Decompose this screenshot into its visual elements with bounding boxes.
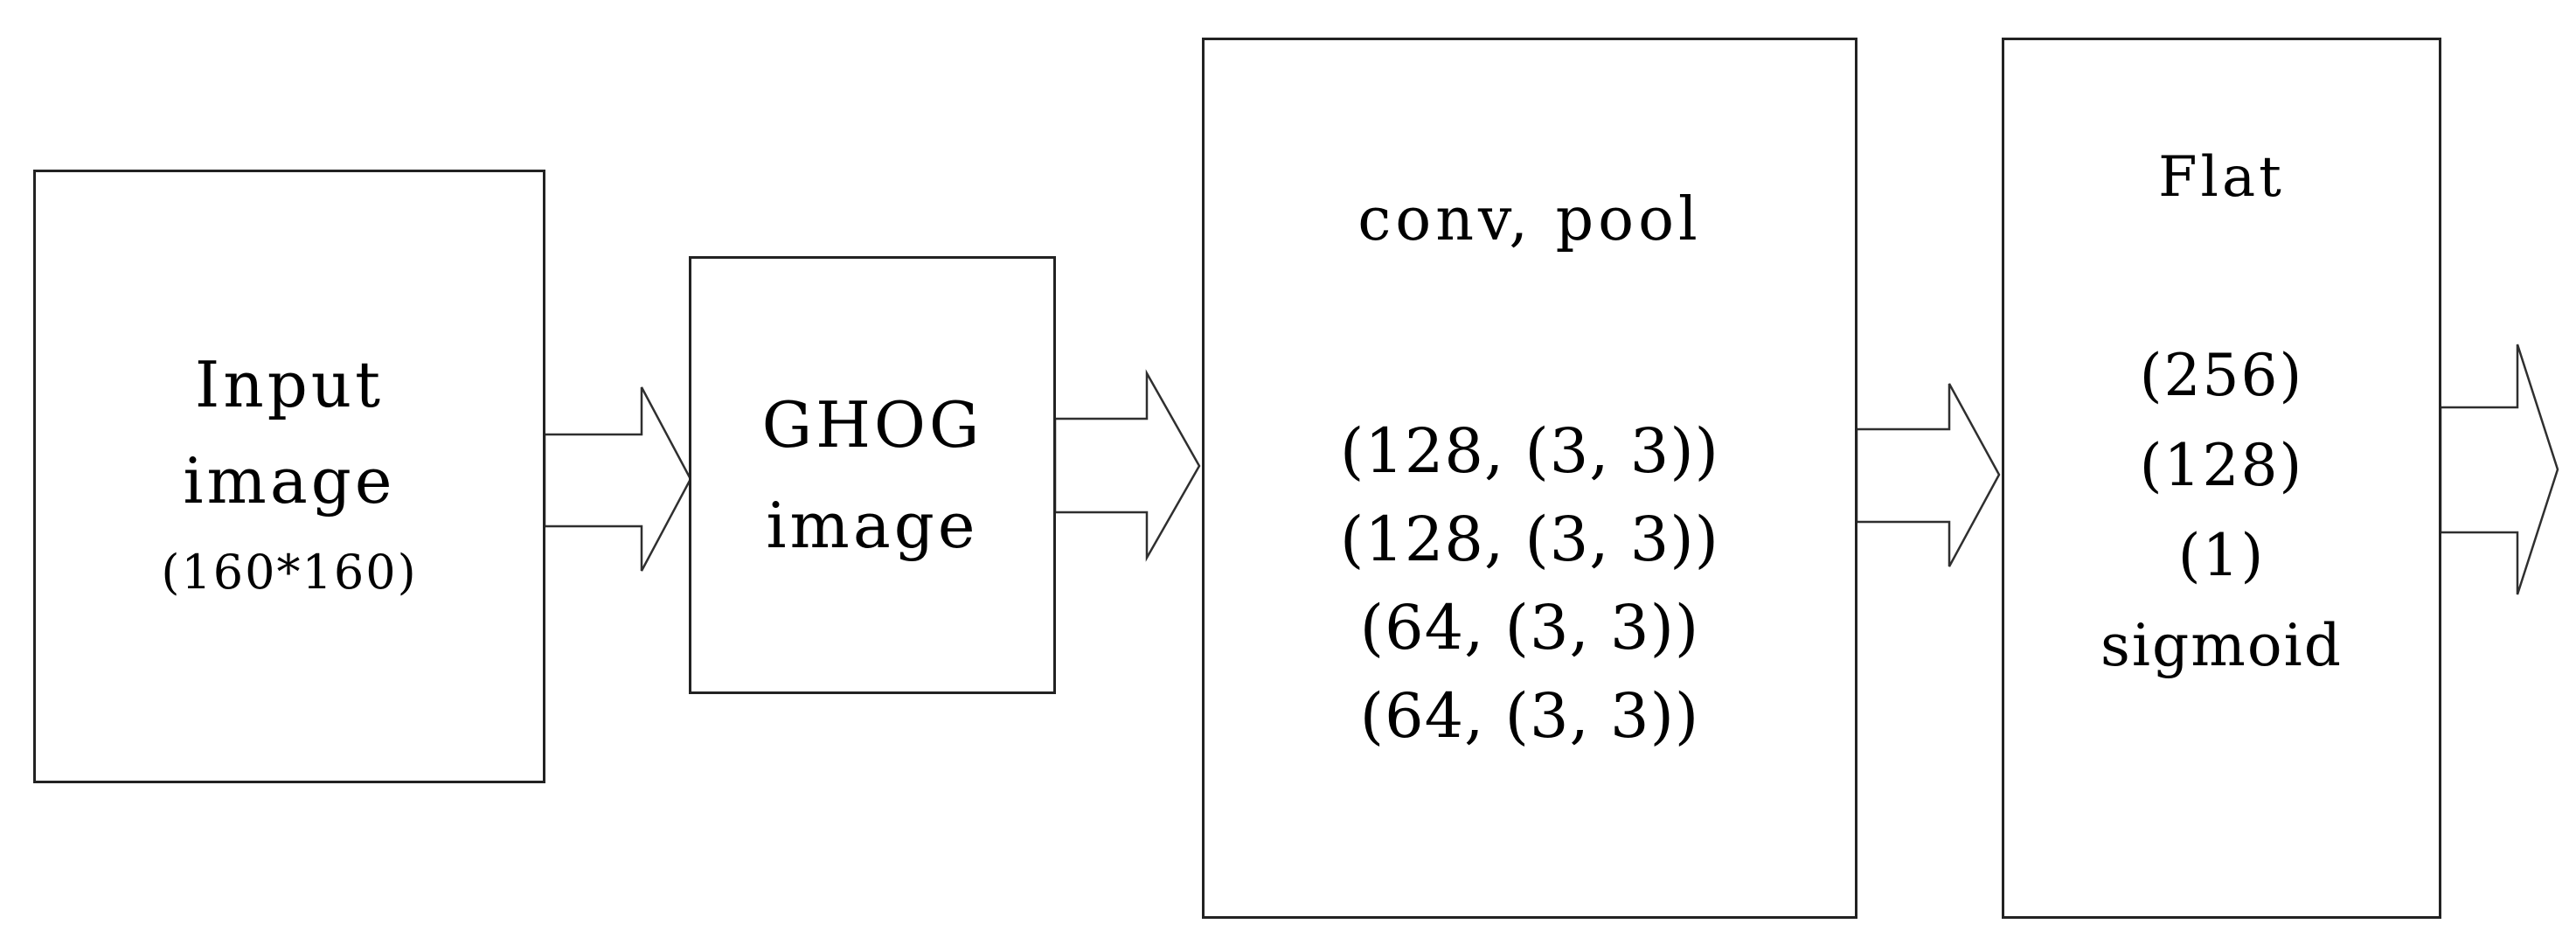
flat-layer-1: (256)	[2139, 342, 2304, 409]
conv-pool-title: conv, pool	[1357, 185, 1702, 254]
ghog-image-label-line2: image	[766, 488, 979, 562]
flat-title: Flat	[2158, 145, 2285, 210]
flat-layer-3: (1)	[2177, 522, 2266, 589]
flat-layer-list: (256) (128) (1) sigmoid	[2100, 330, 2343, 691]
arrow-ghog-to-conv-icon	[1053, 369, 1201, 562]
conv-layer-2: (128, (3, 3))	[1340, 504, 1719, 575]
node-conv-pool: conv, pool (128, (3, 3)) (128, (3, 3)) (…	[1202, 38, 1857, 919]
conv-pool-layer-list: (128, (3, 3)) (128, (3, 3)) (64, (3, 3))…	[1340, 407, 1719, 761]
node-input-image: Input image (160*160)	[33, 170, 545, 783]
input-image-label-line2: image	[183, 444, 396, 518]
conv-layer-1: (128, (3, 3))	[1340, 415, 1719, 487]
flat-layer-2: (128)	[2139, 432, 2304, 499]
node-ghog-image: GHOG image	[689, 256, 1056, 694]
arrow-input-to-ghog-icon	[543, 386, 692, 572]
conv-layer-4: (64, (3, 3))	[1359, 680, 1700, 752]
ghog-image-label-line1: GHOG	[761, 387, 983, 462]
conv-layer-3: (64, (3, 3))	[1359, 592, 1700, 664]
input-image-label-line1: Input	[194, 348, 385, 421]
arrow-output-icon	[2439, 344, 2559, 595]
arrow-conv-to-flat-icon	[1855, 383, 2001, 567]
input-image-size-label: (160*160)	[161, 545, 418, 600]
node-flat: Flat (256) (128) (1) sigmoid	[2002, 38, 2441, 919]
flat-activation-label: sigmoid	[2100, 612, 2343, 679]
